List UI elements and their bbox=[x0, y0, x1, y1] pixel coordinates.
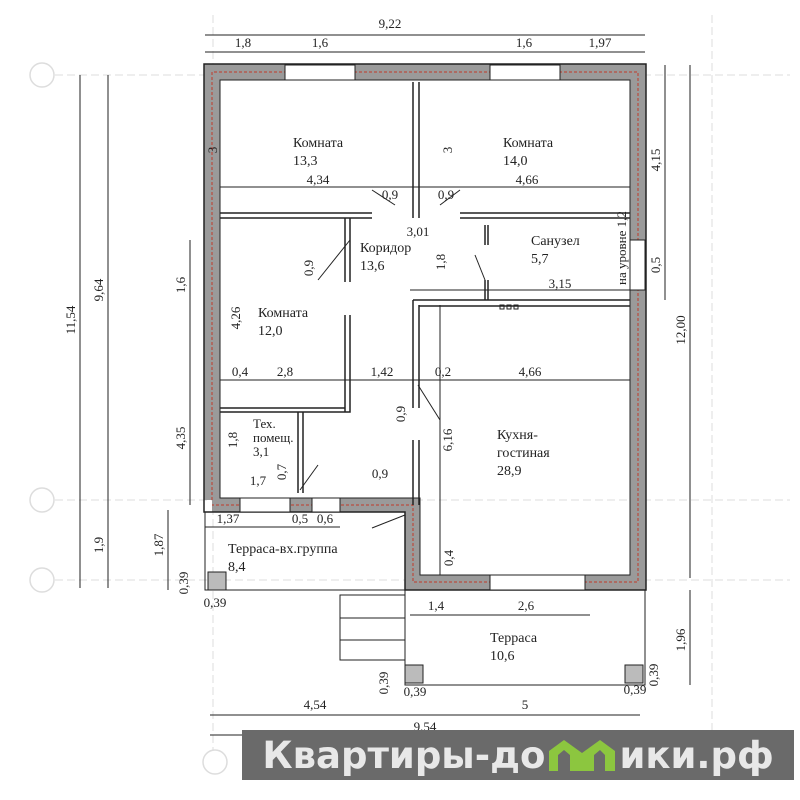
dimension-lines bbox=[79, 34, 691, 736]
dimension-label: 0,9 bbox=[372, 466, 388, 481]
dimension-label: 1,7 bbox=[250, 473, 267, 488]
dimension-label: 1,4 bbox=[428, 598, 445, 613]
dimension-label: 1,8 bbox=[433, 254, 448, 270]
watermark-banner: Квартиры-до ики.рф bbox=[242, 730, 794, 780]
dimension-label: 6,16 bbox=[440, 428, 455, 451]
dimension-label: 2,6 bbox=[518, 598, 535, 613]
dimension-label: 0,5 bbox=[292, 511, 308, 526]
dimension-labels: 9,22 1,8 1,6 1,6 1,97 11,54 9,64 1,6 4,35 1,9 1,87… bbox=[63, 16, 688, 734]
watermark-text-left: Квартиры-до bbox=[262, 733, 546, 777]
dimension-label: 0,39 bbox=[376, 672, 391, 695]
dimension-label: 0,39 bbox=[646, 664, 661, 687]
room-area: 28,9 bbox=[497, 464, 522, 479]
room-name: Комната bbox=[293, 136, 344, 151]
dimension-label: 1,8 bbox=[235, 35, 251, 50]
room-name: Терраса-вх.группа bbox=[228, 542, 338, 557]
dimension-label: 4,35 bbox=[173, 427, 188, 450]
dimension-label: 0,4 bbox=[232, 364, 249, 379]
dimension-label: 0,7 bbox=[274, 463, 289, 480]
dimension-label: 0,39 bbox=[404, 684, 427, 699]
dimension-label: 4,66 bbox=[516, 172, 539, 187]
room-area: 5,7 bbox=[531, 252, 549, 267]
dimension-label: 3,15 bbox=[549, 276, 572, 291]
dimension-label: 3 bbox=[440, 147, 455, 154]
dimension-label: 1,8 bbox=[225, 432, 240, 448]
dimension-label: 1,6 bbox=[516, 35, 533, 50]
dimension-label: 4,15 bbox=[648, 149, 663, 172]
room-name: Санузел bbox=[531, 234, 580, 249]
dimension-label: 4,66 bbox=[519, 364, 542, 379]
dimension-label: 1,87 bbox=[151, 533, 166, 556]
room-name: Тех. bbox=[253, 416, 276, 431]
dimension-label: 1,37 bbox=[217, 511, 240, 526]
dimension-label: 0,9 bbox=[301, 260, 316, 276]
dimension-label: 3,01 bbox=[407, 224, 430, 239]
level-note: на уровне 1,2 bbox=[614, 211, 629, 285]
dimension-label: 5 bbox=[522, 697, 529, 712]
dimension-label: 3 bbox=[205, 147, 220, 154]
dimension-label: 0,39 bbox=[176, 572, 191, 595]
dimension-label: 0,9 bbox=[382, 187, 398, 202]
grid-circles bbox=[29, 62, 228, 775]
dimension-label: 1,9 bbox=[91, 537, 106, 553]
dimension-label: 9,64 bbox=[91, 278, 106, 301]
room-name: Кухня- bbox=[497, 428, 538, 443]
room-area: 13,6 bbox=[360, 259, 385, 274]
dimension-label: 2,8 bbox=[277, 364, 293, 379]
dimension-label: 1,6 bbox=[312, 35, 329, 50]
dimension-label: 0,9 bbox=[438, 187, 454, 202]
dimension-label: 1,42 bbox=[371, 364, 394, 379]
dimension-label: 1,96 bbox=[673, 628, 688, 651]
dimension-label: 0,9 bbox=[393, 406, 408, 422]
room-area: 10,6 bbox=[490, 649, 515, 664]
room-name: гостиная bbox=[497, 446, 550, 461]
dimension-label: 0,2 bbox=[435, 364, 451, 379]
dimension-label: 4,34 bbox=[307, 172, 330, 187]
room-area: 14,0 bbox=[503, 154, 528, 169]
dimension-label: 0,39 bbox=[204, 595, 227, 610]
dimension-label: 0,4 bbox=[441, 549, 456, 566]
room-area: 13,3 bbox=[293, 154, 318, 169]
room-area: 3,1 bbox=[253, 444, 269, 459]
terraces bbox=[204, 511, 646, 686]
dimension-label: 4,26 bbox=[228, 306, 243, 329]
room-name: Терраса bbox=[490, 631, 538, 646]
dimension-label: 11,54 bbox=[63, 305, 78, 334]
walls bbox=[203, 63, 647, 686]
dimension-label: 0,39 bbox=[624, 682, 647, 697]
room-name: Коридор bbox=[360, 241, 411, 256]
room-area: 12,0 bbox=[258, 324, 283, 339]
house-logo-icon bbox=[547, 737, 617, 773]
room-labels: Комната 13,3 Комната 14,0 Коридор 13,6 С… bbox=[228, 136, 629, 664]
dimension-label: 12,00 bbox=[673, 315, 688, 344]
room-name: Комната bbox=[503, 136, 554, 151]
dimension-label: 9,22 bbox=[379, 16, 402, 31]
columns bbox=[207, 571, 644, 684]
dimension-label: 0,5 bbox=[648, 257, 663, 273]
room-name: помещ. bbox=[253, 430, 293, 445]
dimension-label: 4,54 bbox=[304, 697, 327, 712]
dimension-label: 1,97 bbox=[589, 35, 612, 50]
dimension-label: 0,6 bbox=[317, 511, 334, 526]
room-area: 8,4 bbox=[228, 560, 246, 575]
watermark-text-right: ики.рф bbox=[619, 733, 774, 777]
dimension-label: 1,6 bbox=[173, 276, 188, 293]
room-name: Комната bbox=[258, 306, 309, 321]
